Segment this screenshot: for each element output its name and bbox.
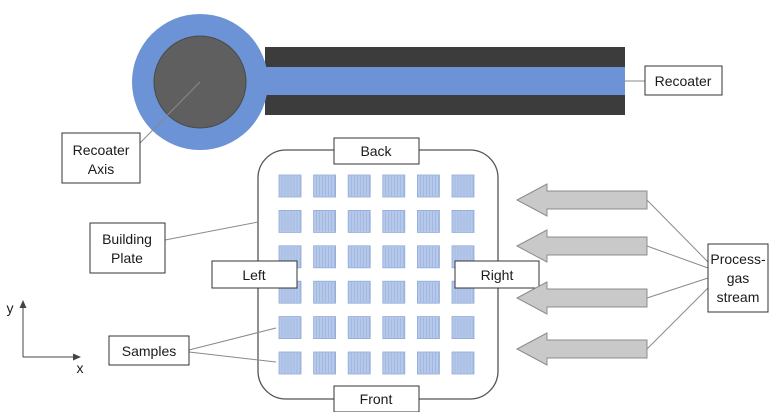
sample-square [313, 209, 337, 233]
sample-square [382, 280, 406, 304]
front-label-box [333, 385, 420, 412]
sample-square [313, 280, 337, 304]
coordinate-axes: y x [7, 300, 84, 376]
sample-square [278, 174, 302, 198]
building-plate-label-line2: Plate [111, 250, 143, 266]
sample-square [416, 351, 440, 375]
sample-square [416, 209, 440, 233]
gas-flow-arrow [515, 183, 648, 217]
samples-leader-1 [188, 327, 277, 351]
sample-square [347, 316, 371, 340]
sample-square [451, 209, 475, 233]
y-axis-label: y [7, 300, 14, 316]
sample-square [416, 280, 440, 304]
recoater-axis-label-line2: Axis [88, 161, 114, 177]
x-axis-label: x [77, 360, 84, 376]
left-label: Left [242, 267, 265, 283]
sample-square [382, 316, 406, 340]
building-plate-label-box [89, 222, 166, 274]
sample-square [313, 351, 337, 375]
recoater-axis-leader [139, 81, 201, 144]
sample-square [451, 174, 475, 198]
sample-square [313, 316, 337, 340]
sample-square [416, 245, 440, 269]
sample-square [278, 316, 302, 340]
sample-square [382, 209, 406, 233]
rail-bottom-strip [265, 95, 625, 115]
sample-square [313, 174, 337, 198]
process-gas-arrows [515, 183, 648, 366]
gas-leader-3 [646, 277, 709, 299]
gas-leader-1 [646, 199, 709, 263]
sample-square [416, 316, 440, 340]
recoater-label-box [644, 65, 723, 96]
sample-square [347, 245, 371, 269]
right-label-box [454, 260, 540, 289]
left-label-box [211, 260, 298, 289]
sample-square [347, 174, 371, 198]
gas-leader-2 [646, 245, 709, 269]
recoater-axis-label-line1: Recoater [73, 142, 130, 158]
recoater-label: Recoater [655, 73, 712, 89]
y-axis-arrowhead [19, 300, 27, 308]
samples-leader-2 [188, 351, 277, 363]
samples-label-box [108, 335, 190, 366]
sample-square [382, 174, 406, 198]
sample-square [382, 351, 406, 375]
sample-square [451, 351, 475, 375]
sample-square [313, 245, 337, 269]
building-plate-leader [164, 221, 259, 241]
recoater-axis-label-box [61, 132, 141, 184]
process-gas-label-line3: stream [717, 289, 760, 305]
gas-flow-arrow [515, 332, 648, 366]
process-gas-label-line1: Process- [710, 251, 766, 267]
rail-blue-strip [265, 67, 625, 95]
sample-square [382, 245, 406, 269]
sample-square [416, 174, 440, 198]
building-plate-label-line1: Building [102, 231, 152, 247]
samples-grid [278, 174, 475, 375]
back-label-box [333, 137, 420, 165]
gas-leader-4 [646, 287, 709, 350]
sample-square [347, 351, 371, 375]
right-label: Right [481, 267, 514, 283]
sample-square [278, 209, 302, 233]
sample-square [347, 280, 371, 304]
front-label: Front [360, 391, 393, 407]
samples-label: Samples [122, 343, 176, 359]
gas-flow-arrow [515, 229, 648, 263]
back-label: Back [360, 143, 392, 159]
process-gas-label-box [707, 243, 769, 313]
sample-square [347, 209, 371, 233]
x-axis-arrowhead [73, 353, 81, 361]
process-gas-label-line2: gas [727, 270, 750, 286]
sample-square [451, 316, 475, 340]
rail-top-strip [265, 47, 625, 67]
recoater-rail [265, 47, 625, 115]
sample-square [278, 351, 302, 375]
